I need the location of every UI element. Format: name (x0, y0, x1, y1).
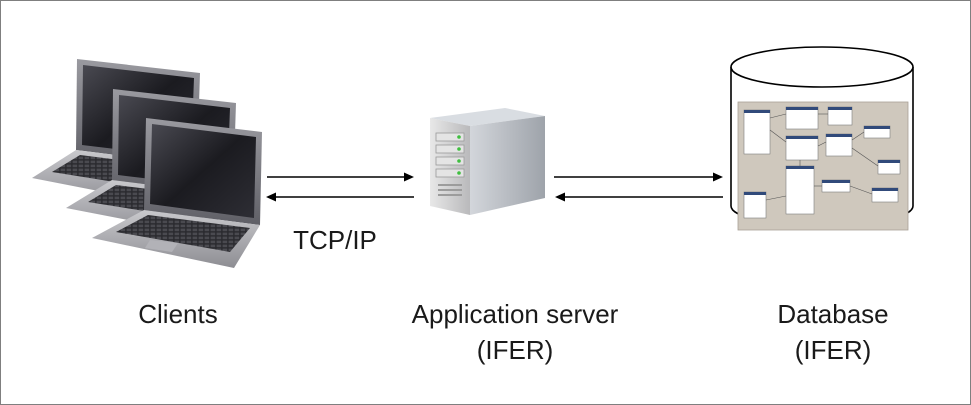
app-server-label: Application server (411, 299, 619, 329)
arrow-right-icon (267, 172, 414, 182)
database-sublabel: (IFER) (794, 335, 872, 365)
arrow-right-icon (554, 172, 723, 182)
arrow-left-icon (555, 192, 723, 202)
database-schema-image (737, 101, 909, 231)
app-server-sublabel: (IFER) (476, 335, 554, 365)
arrows-clients-server (266, 172, 414, 202)
server-tower-icon (430, 108, 545, 215)
database-label: Database (777, 299, 889, 329)
laptop-icon (92, 118, 262, 268)
arrows-server-database (554, 172, 723, 202)
clients-laptops (32, 59, 262, 268)
database-cylinder-icon (730, 46, 914, 231)
arrow-left-icon (266, 192, 414, 202)
clients-label: Clients (138, 299, 218, 329)
protocol-label: TCP/IP (293, 225, 377, 255)
